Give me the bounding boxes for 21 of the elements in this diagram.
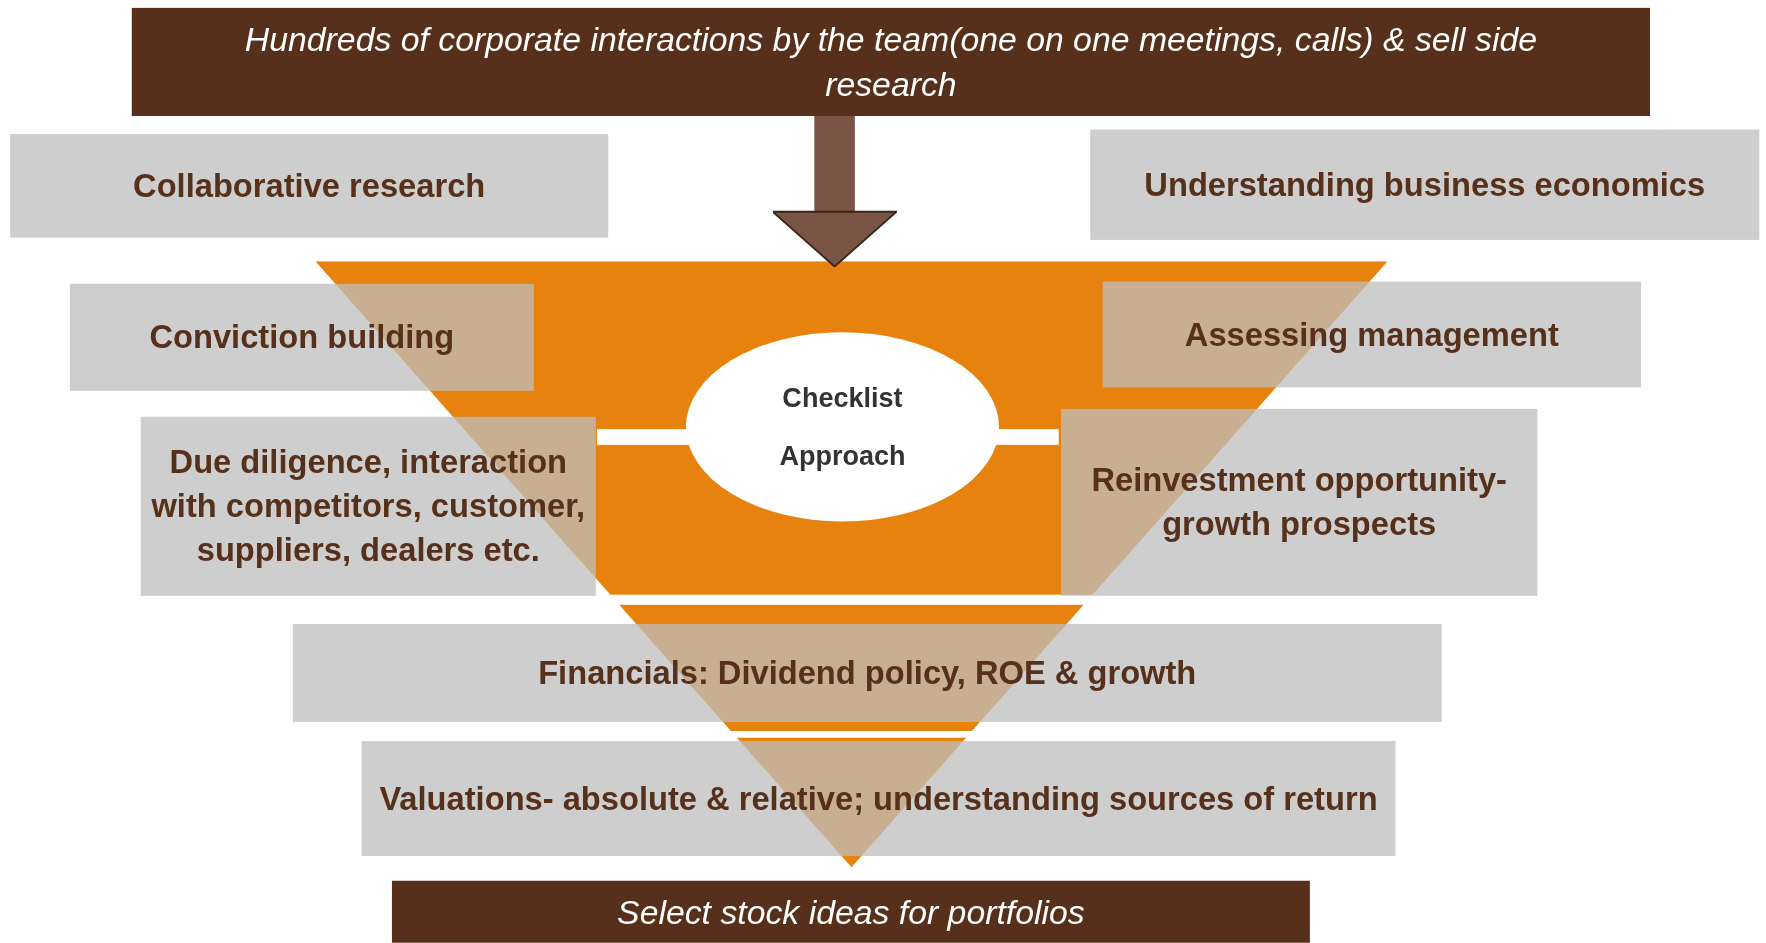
box-text: Collaborative research [133, 166, 486, 206]
box-text: Understanding business economics [1144, 165, 1706, 205]
label-box [1090, 129, 1760, 240]
label-box [140, 416, 596, 596]
box-text: Financials: Dividend policy, ROE & growth [538, 653, 1197, 693]
box-text: Due diligence, interaction with competitors, customer, suppliers, dealers etc. [150, 442, 587, 570]
label-box [10, 134, 609, 238]
node-label: Checklist Approach [778, 380, 907, 473]
label-box [1060, 408, 1538, 596]
label-box [1102, 281, 1641, 388]
banner-box [391, 880, 1310, 943]
box-text: Assessing management [1184, 314, 1559, 355]
box-text: Reinvestment opportunity- growth prospects [1090, 460, 1508, 544]
box-text: Valuations- absolute & relative; understanding sources of return [379, 778, 1378, 819]
box-text: Conviction building [149, 317, 455, 357]
arrow [771, 116, 898, 268]
label-box [69, 283, 534, 391]
box-text: Hundreds of corporate interactions by the team(one on one meetings, calls) & sell side research [243, 19, 1538, 105]
label-box [292, 623, 1442, 722]
box-text: Select stock ideas for portfolios [617, 891, 1085, 933]
banner-box [131, 7, 1651, 116]
